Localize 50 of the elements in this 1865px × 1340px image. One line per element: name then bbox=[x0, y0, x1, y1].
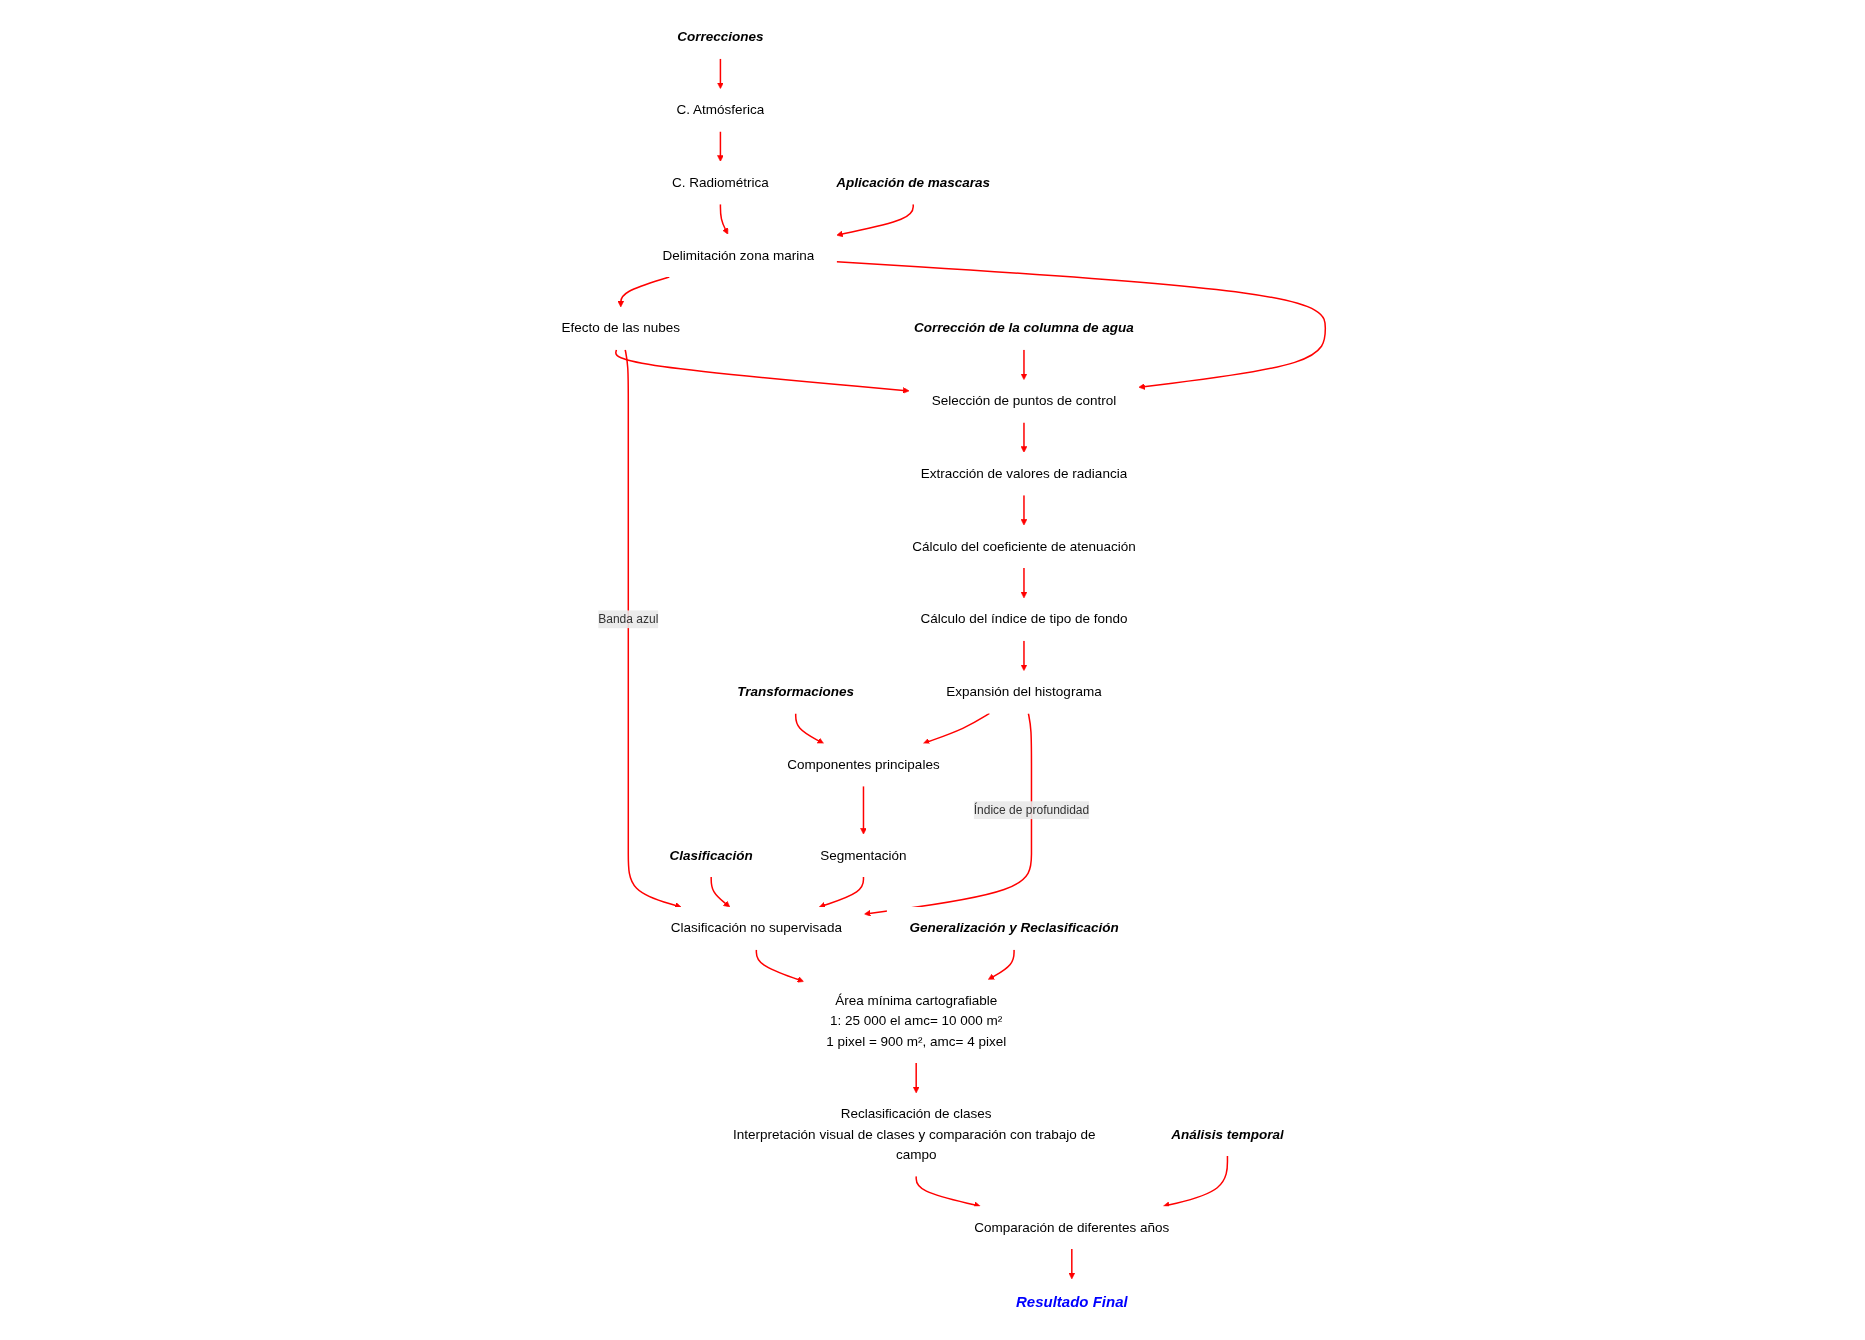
arrow bbox=[1021, 349, 1028, 381]
node-text: Área mínima cartografiable 1: 25 000 el amc= 10 000 m² 1 pixel = 900 m², amc= 4 pixel bbox=[826, 993, 1007, 1049]
node-text: Generalización y Reclasificación bbox=[909, 920, 1120, 936]
arrow bbox=[836, 261, 1327, 390]
node-text: Transformaciones bbox=[737, 684, 855, 700]
arrow bbox=[836, 203, 915, 238]
arrow bbox=[819, 876, 865, 909]
node-text: Análisis temporal bbox=[1171, 1126, 1285, 1142]
node-text: Correcciones bbox=[677, 29, 764, 45]
node-text: Clasificación no supervisada bbox=[671, 920, 843, 936]
node-text: Reclasificación de clases Interpretación visual de clases y comparación con trabajo de campo bbox=[733, 1106, 1096, 1162]
node-text: Selección de puntos de control bbox=[931, 393, 1117, 409]
node-text: Segmentación bbox=[820, 847, 907, 863]
node-text: Cálculo del índice de tipo de fondo bbox=[920, 611, 1128, 627]
arrow bbox=[913, 1062, 920, 1094]
arrow bbox=[617, 276, 671, 308]
node-text: Corrección de la columna de agua bbox=[914, 320, 1135, 336]
node-text: Extracción de valores de radiancia bbox=[921, 466, 1128, 481]
arrow bbox=[860, 785, 868, 835]
arrow bbox=[717, 130, 725, 162]
arrow bbox=[1021, 640, 1028, 672]
arrow bbox=[615, 349, 910, 394]
arrow bbox=[1021, 494, 1028, 526]
arrow bbox=[710, 876, 731, 908]
arrow bbox=[1021, 421, 1028, 453]
node-text: Aplicación de mascaras bbox=[836, 175, 991, 191]
node-text: Comparación de diferentes años bbox=[974, 1219, 1170, 1235]
node-text: Componentes principales bbox=[787, 757, 940, 772]
arrow bbox=[915, 1175, 981, 1209]
arrow bbox=[988, 949, 1016, 981]
node-text: Efecto de las nubes bbox=[561, 320, 681, 336]
arrow bbox=[755, 949, 805, 983]
node-text: Expansión del histograma bbox=[946, 684, 1102, 700]
arrow bbox=[1021, 567, 1028, 599]
node-text: Delimitación zona marina bbox=[662, 247, 815, 263]
arrow bbox=[1163, 1155, 1229, 1209]
node-text: Resultado Final bbox=[1016, 1293, 1128, 1310]
edge-label: Banda azul bbox=[598, 612, 659, 626]
arrow bbox=[720, 203, 729, 235]
arrow bbox=[717, 58, 725, 90]
node-text: Clasificación bbox=[669, 847, 754, 863]
arrow bbox=[864, 712, 1033, 917]
node-text: Cálculo del coeficiente de atenuación bbox=[912, 538, 1137, 554]
node-text: C. Atmósferica bbox=[676, 102, 765, 118]
node-text: C. Radiométrica bbox=[672, 175, 770, 191]
arrow bbox=[1068, 1248, 1076, 1280]
arrow bbox=[624, 349, 682, 909]
edge-label: Índice de profundidad bbox=[974, 803, 1090, 817]
arrow bbox=[923, 712, 991, 745]
arrow bbox=[795, 712, 825, 744]
